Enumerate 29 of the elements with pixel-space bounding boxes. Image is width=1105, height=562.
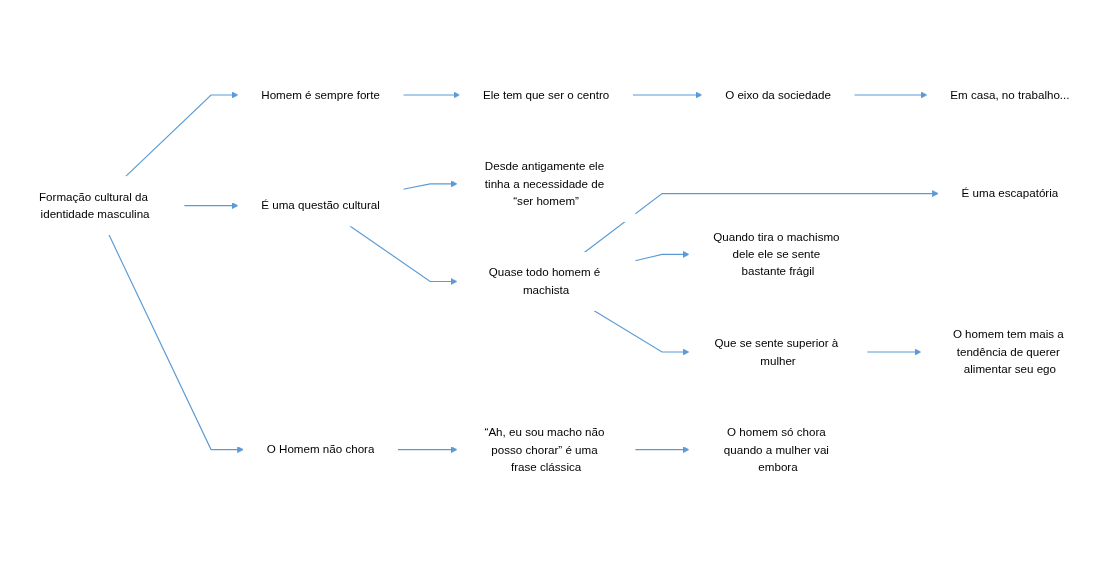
node-text: Ele tem que ser o centro [482,87,610,101]
node-text: O homem tem mais a tendência de querer alimentar seu ego [952,327,1064,376]
arrow [108,234,244,453]
arrow [124,91,239,178]
arrow [866,348,922,356]
node-text: Quando tira o machismo dele ele se sente bastante frágil [713,229,840,278]
arrow [397,446,458,453]
node-text: É uma escapatória [961,186,1059,200]
node-text: “Ah, eu sou macho não posso chorar” é uma frase clássica [484,425,605,473]
arrow [183,202,239,210]
node-text: Desde antigamente ele tinha a necessidade de “ser homem” [484,159,605,208]
arrow [853,91,928,99]
arrow [593,309,690,356]
arrow [634,446,690,453]
arrow [583,190,939,254]
arrow [402,91,461,99]
node-text: É uma questão cultural [261,198,380,212]
arrow [634,251,690,262]
node-text: Quase todo homem é machista [488,265,601,297]
node-text: Em casa, no trabalho... [950,87,1070,101]
node-text: O Homem não chora [266,442,375,456]
node-text: O eixo da sociedade [725,87,831,101]
arrow [349,225,458,285]
node-text: Formação cultural da identidade masculina [39,189,150,221]
node-text: Que se sente superior à mulher [714,336,839,367]
node-text: O homem só chora quando a mulher vai embora [723,425,829,473]
node-text: Homem é sempre forte [261,87,380,101]
arrow [402,180,458,190]
arrow [631,91,703,99]
